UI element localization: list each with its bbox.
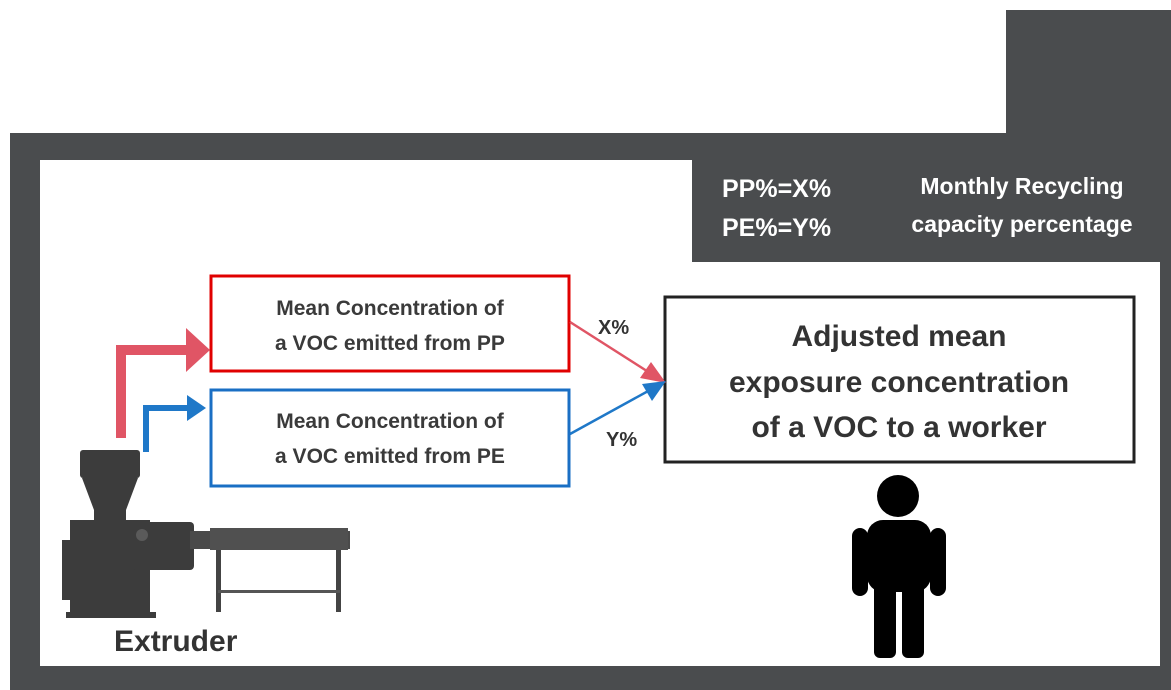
pp-concentration-box: Mean Concentration of a VOC emitted from… <box>209 274 571 373</box>
worker-icon <box>852 475 946 658</box>
pp-feed-arrow <box>116 328 210 438</box>
legend-caption-line2: capacity percentage <box>911 211 1132 237</box>
pe-concentration-box: Mean Concentration of a VOC emitted from… <box>209 388 571 488</box>
legend-caption-line1: Monthly Recycling <box>920 173 1123 199</box>
pe-percentage-label: PE%=Y% <box>722 214 831 242</box>
pe-box-line2: a VOC emitted from PE <box>275 445 505 468</box>
pe-feed-arrow <box>143 395 206 452</box>
pp-box-line2: a VOC emitted from PP <box>275 332 505 355</box>
extruder-machine <box>62 450 350 618</box>
pe-weight-label: Y% <box>606 429 637 451</box>
recycling-legend: PP%=X% PE%=Y% Monthly Recycling capacity… <box>722 173 1133 242</box>
pp-box-line1: Mean Concentration of <box>276 297 505 320</box>
result-box-line2: exposure concentration <box>729 366 1069 399</box>
extruder-label: Extruder <box>114 625 238 658</box>
adjusted-exposure-box: Adjusted mean exposure concentration of … <box>663 295 1136 464</box>
pp-weight-arrow <box>569 320 666 383</box>
pp-percentage-label: PP%=X% <box>722 175 831 203</box>
result-box-line1: Adjusted mean <box>791 320 1006 353</box>
pe-box-line1: Mean Concentration of <box>276 410 505 433</box>
pp-weight-label: X% <box>598 317 629 339</box>
result-box-line3: of a VOC to a worker <box>751 411 1046 444</box>
pe-weight-arrow <box>569 381 666 436</box>
